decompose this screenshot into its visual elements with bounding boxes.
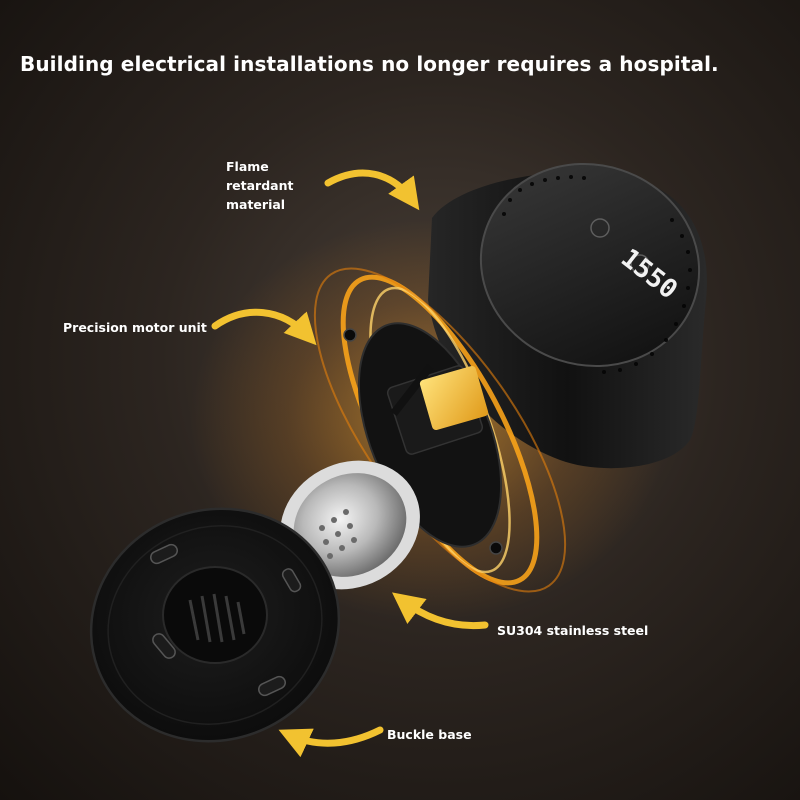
headline: Building electrical installations no lon… — [20, 52, 719, 76]
arrow-base — [278, 726, 384, 758]
mode-icon — [630, 254, 650, 274]
callout-flame: Flame retardant material — [226, 157, 293, 214]
callout-motor: Precision motor unit — [63, 320, 207, 335]
callout-flame-line-3: material — [226, 197, 286, 212]
callout-flame-line-1: Flame — [226, 159, 269, 174]
arrow-motor — [211, 308, 317, 346]
arrow-flame — [324, 169, 420, 211]
power-icon — [590, 218, 610, 238]
flame-retardant-cap: 1550 — [428, 163, 707, 469]
callout-flame-line-2: retardant — [226, 178, 294, 193]
motor-core — [419, 365, 489, 431]
callout-arrows — [211, 169, 489, 758]
callout-steel: SU304 stainless steel — [497, 623, 649, 638]
arrow-steel — [392, 592, 489, 630]
buckle-base — [89, 507, 341, 743]
callout-base: Buckle base — [387, 727, 472, 742]
